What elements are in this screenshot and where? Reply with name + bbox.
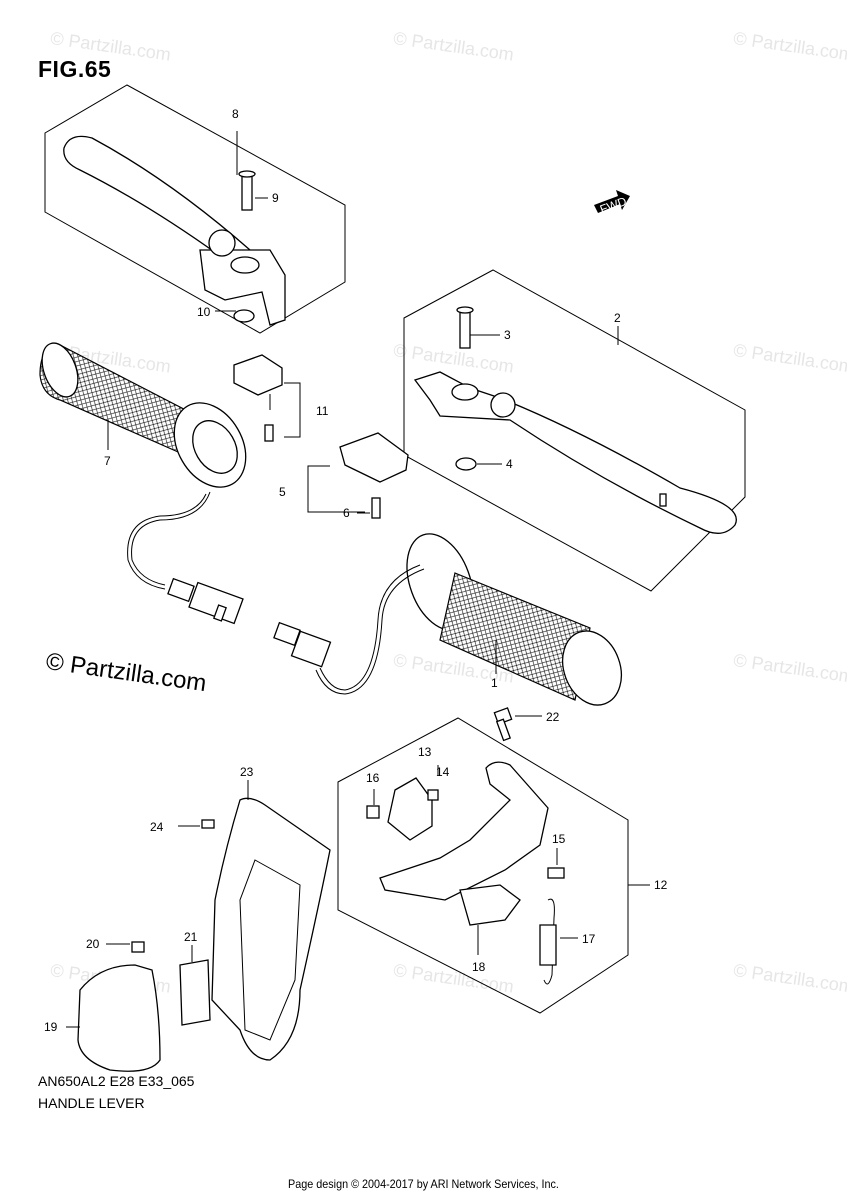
section-name: HANDLE LEVER — [38, 1095, 145, 1111]
callout-19: 19 — [44, 1020, 58, 1034]
callout-10: 10 — [197, 305, 211, 319]
callout-23: 23 — [240, 765, 254, 779]
switch-11 — [233, 354, 301, 442]
callout-15: 15 — [552, 832, 566, 846]
callout-12: 12 — [654, 878, 668, 892]
bolt-22 — [493, 707, 513, 742]
right-lever-assembly — [403, 269, 746, 592]
callout-13: 13 — [418, 745, 432, 759]
callout-8: 8 — [232, 107, 239, 121]
callout-24: 24 — [150, 820, 164, 834]
callout-16: 16 — [366, 771, 380, 785]
switch-5 — [307, 432, 409, 519]
callout-2: 2 — [614, 311, 621, 325]
model-code: AN650AL2 E28 E33_065 — [38, 1073, 195, 1089]
callout-labels: 8 9 10 2 3 11 7 4 5 6 1 22 13 23 16 14 2… — [44, 107, 668, 1034]
callout-6: 6 — [343, 506, 350, 520]
callout-14: 14 — [436, 765, 450, 779]
callout-22: 22 — [546, 710, 560, 724]
bracket-assembly — [337, 717, 629, 1014]
fwd-label: FWD — [598, 194, 629, 217]
right-grip-assembly — [273, 533, 622, 706]
callout-21: 21 — [184, 930, 198, 944]
fwd-arrow-icon: FWD — [594, 190, 630, 217]
callout-1: 1 — [491, 676, 498, 690]
callout-5: 5 — [279, 485, 286, 499]
callout-3: 3 — [504, 328, 511, 342]
callout-17: 17 — [582, 932, 596, 946]
callout-7: 7 — [104, 454, 111, 468]
callout-20: 20 — [86, 937, 100, 951]
leader-lines — [66, 197, 650, 1028]
callout-11: 11 — [316, 404, 329, 418]
callout-4: 4 — [506, 457, 513, 471]
cover-23 — [201, 797, 331, 1061]
callout-18: 18 — [472, 960, 486, 974]
figure-title: FIG.65 — [38, 56, 112, 82]
left-lever-assembly — [44, 84, 346, 334]
page-credit: Page design © 2004-2017 by ARI Network S… — [288, 1177, 559, 1191]
callout-9: 9 — [272, 191, 279, 205]
cap-19 — [77, 941, 211, 1072]
left-grip-assembly — [39, 342, 247, 625]
